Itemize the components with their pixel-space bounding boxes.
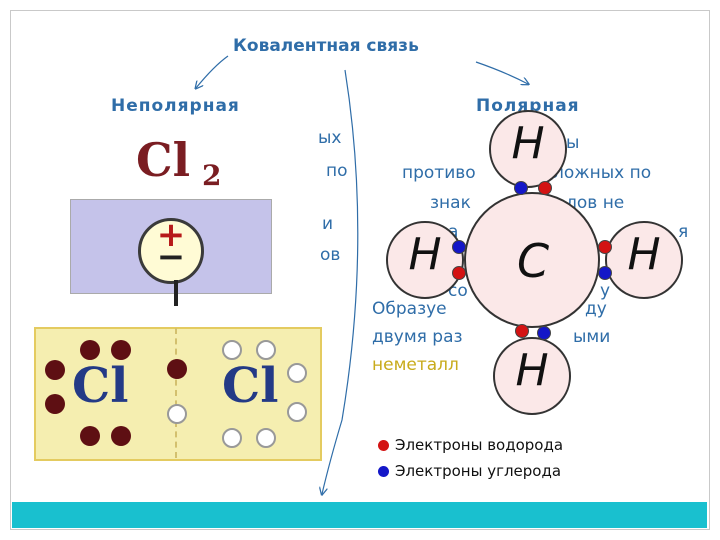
hydrogen-atom-bottom xyxy=(493,337,571,415)
polar-heading: Полярная xyxy=(476,96,580,116)
dipole-circle: + − xyxy=(138,215,204,284)
left-fragment: по xyxy=(326,161,348,181)
right-fragment: противо xyxy=(402,163,476,183)
hydrogen-electron xyxy=(452,266,466,280)
electron-dot xyxy=(80,340,100,360)
electron-dot xyxy=(256,428,276,448)
left-fragment: ых xyxy=(318,128,342,148)
bond-divider xyxy=(175,328,177,458)
carbon-label: C xyxy=(516,234,550,288)
hydrogen-electron xyxy=(538,181,552,195)
electron-dot xyxy=(287,402,307,422)
electron-dot xyxy=(80,426,100,446)
hydrogen-atom-right xyxy=(605,221,683,299)
dipole-stem xyxy=(174,280,178,306)
cl-atom-right: Cl xyxy=(222,358,279,414)
hydrogen-electron xyxy=(598,240,612,254)
overlay-line1-end: ду xyxy=(585,299,607,319)
right-fragment: я xyxy=(678,222,689,242)
electron-dot xyxy=(111,340,131,360)
overlay-line1: Образуе xyxy=(372,299,447,319)
hydrogen-label: H xyxy=(627,229,661,280)
right-fragment: знак xyxy=(430,193,471,213)
nonpolar-heading: Неполярная xyxy=(111,96,240,116)
formula-subscript: 2 xyxy=(202,159,222,192)
electron-dot xyxy=(256,340,276,360)
hydrogen-label: H xyxy=(511,118,545,169)
right-fragment: а xyxy=(448,222,459,242)
electron-dot xyxy=(111,426,131,446)
shared-electron-dot xyxy=(167,359,187,379)
electron-dot xyxy=(45,360,65,380)
hydrogen-atom-top xyxy=(489,110,567,188)
hydrogen-electron xyxy=(515,324,529,338)
cl-atom-left: Cl xyxy=(72,358,129,414)
hydrogen-label: H xyxy=(408,229,442,280)
carbon-electron xyxy=(452,240,466,254)
overlay-line2-end: ыми xyxy=(573,327,611,347)
slide-title: Ковалентная связь xyxy=(233,36,419,56)
right-fragment: ложных по xyxy=(553,163,652,183)
electron-dot xyxy=(222,428,242,448)
left-fragment: и xyxy=(322,214,334,234)
footer-bar xyxy=(12,502,707,528)
hydrogen-label: H xyxy=(515,345,549,396)
legend-label: Электроны углерода xyxy=(395,462,562,480)
arrow-to-polar xyxy=(475,61,528,84)
carbon-electron xyxy=(537,326,551,340)
red-dot-icon xyxy=(378,440,389,451)
legend-carbon: Электроны углерода xyxy=(378,462,561,480)
electron-dot xyxy=(45,394,65,414)
plus-pole: + xyxy=(156,215,186,255)
carbon-electron xyxy=(514,181,528,195)
minus-pole: − xyxy=(156,237,186,277)
legend-label: Электроны водорода xyxy=(395,436,564,454)
right-fragment: лов не xyxy=(566,193,625,213)
overlay-line2: двумя раз xyxy=(372,327,463,347)
slide-frame xyxy=(10,10,710,530)
arrow-to-nonpolar xyxy=(196,55,229,88)
right-fragment: ы xyxy=(566,133,580,153)
shared-electron-dot xyxy=(167,404,187,424)
carbon-atom xyxy=(464,192,600,328)
carbon-electron xyxy=(598,266,612,280)
electron-dot xyxy=(222,340,242,360)
left-fragment: ов xyxy=(320,245,341,265)
divider-curve xyxy=(322,69,359,494)
overlay-nonmetal: неметалл xyxy=(372,355,459,375)
electron-dot xyxy=(287,363,307,383)
hydrogen-atom-left xyxy=(386,221,464,299)
formula-main: Cl xyxy=(136,133,191,187)
cl2-formula: Cl 2 xyxy=(122,133,342,193)
legend-hydrogen: Электроны водорода xyxy=(378,436,563,454)
blue-dot-icon xyxy=(378,466,389,477)
right-fragment: у xyxy=(600,281,611,301)
